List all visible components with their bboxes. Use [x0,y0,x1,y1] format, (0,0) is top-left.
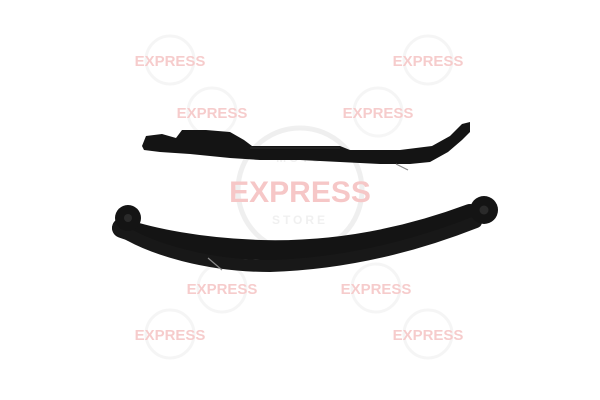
watermark-small-mid-right: EXPRESS [343,86,414,138]
watermark-bottom-text: STORE [272,213,328,227]
upper-chain-guide [142,122,470,171]
watermark-text: EXPRESS [177,105,248,122]
watermark-small-mid-left: EXPRESS [177,86,248,138]
watermark-main-text: EXPRESS [229,176,371,209]
watermark-small-top-left: EXPRESS [135,34,206,86]
watermark-small-top-right: EXPRESS [393,34,464,86]
watermark-small-bottom-right: EXPRESS [393,308,464,360]
watermark-text: EXPRESS [343,105,414,122]
watermark-text: EXPRESS [135,53,206,70]
watermark-text: EXPRESS [187,281,258,298]
watermark-small-bottom-left: EXPRESS [135,308,206,360]
watermark-text: EXPRESS [135,327,206,344]
lower-chain-tensioner-guide [112,196,498,273]
watermark-text: EXPRESS [341,281,412,298]
watermark-small-low-right: EXPRESS [341,262,412,314]
watermark-text: EXPRESS [393,327,464,344]
watermark-text: EXPRESS [393,53,464,70]
